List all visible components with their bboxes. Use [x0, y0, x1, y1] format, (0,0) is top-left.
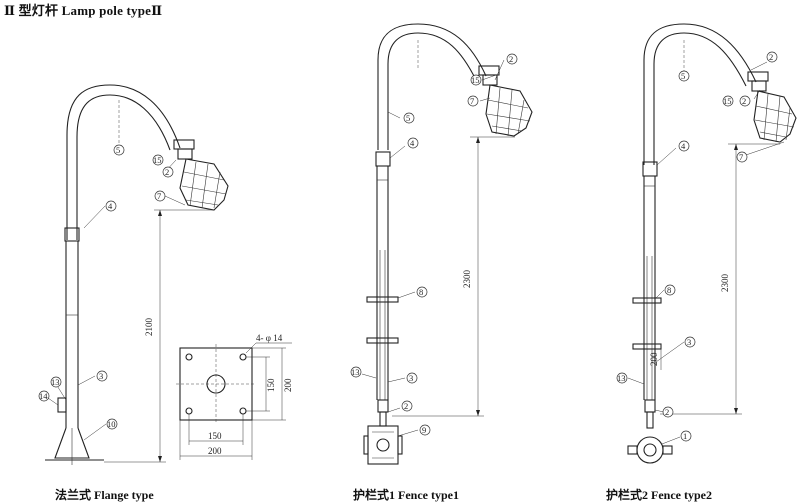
callout-3: 3: [99, 371, 103, 381]
flange-pole: 2100: [45, 84, 229, 465]
callout-13: 13: [51, 377, 60, 387]
plate-holes-label: 4- φ 14: [256, 333, 283, 343]
callout-2: 2: [165, 167, 169, 177]
callout-2b: 2: [742, 96, 746, 106]
callout-7: 7: [157, 191, 161, 201]
caption-fence-type2: 护栏式2 Fence type2: [606, 488, 712, 502]
callout-10: 10: [107, 419, 116, 429]
callout-7: 7: [739, 152, 743, 162]
callout-2: 2: [509, 54, 513, 64]
callout-13: 13: [617, 373, 626, 383]
callout-3: 3: [687, 337, 691, 347]
callout-7: 7: [470, 96, 474, 106]
flange-plate: 4- φ 14 150 200 150 200: [176, 333, 293, 460]
caption-fence-type1: 护栏式1 Fence type1: [353, 488, 459, 502]
callout-15: 15: [723, 96, 732, 106]
callout-3: 3: [409, 373, 413, 383]
callout-5: 5: [681, 71, 685, 81]
callout-9: 9: [422, 425, 426, 435]
callout-8: 8: [419, 287, 423, 297]
plate-outer-w: 200: [208, 446, 222, 456]
callout-15: 15: [153, 155, 162, 165]
fence2-callouts: 2 5 15 2 4 7 8 3 13 2 1: [616, 51, 778, 442]
callout-4: 4: [108, 201, 113, 211]
diagram-title: Ⅱ 型灯杆 Lamp pole typeⅡ: [4, 3, 163, 18]
plate-outer-h: 200: [283, 378, 293, 392]
height-dim-flange: 2100: [144, 318, 154, 337]
callout-8: 8: [667, 285, 671, 295]
callout-2c: 2: [665, 407, 669, 417]
plate-inner-h: 150: [266, 378, 276, 392]
plate-inner-w: 150: [208, 431, 222, 441]
fence1-callouts: 2 15 7 5 4 8 3 13 2 9: [350, 53, 518, 436]
callout-4: 4: [410, 138, 415, 148]
flange-callouts: 4 5 15 2 7 3 13 14 10: [38, 144, 174, 430]
height-dim-fence1: 2300: [462, 270, 472, 289]
callout-15: 15: [471, 75, 480, 85]
height-dim-fence2: 2300: [720, 274, 730, 293]
caption-flange-type: 法兰式 Flange type: [55, 488, 154, 502]
callout-5: 5: [116, 145, 120, 155]
callout-14: 14: [39, 391, 48, 401]
callout-2: 2: [769, 52, 773, 62]
callout-1: 1: [683, 431, 687, 441]
fence2-inner-dim: 200: [649, 352, 659, 366]
fence1-pole: 2300: [361, 23, 533, 465]
callout-2b: 2: [404, 401, 408, 411]
callout-13: 13: [351, 367, 360, 377]
callout-5: 5: [406, 113, 410, 123]
fence2-pole: 200 2300: [627, 23, 797, 464]
callout-4: 4: [681, 141, 686, 151]
